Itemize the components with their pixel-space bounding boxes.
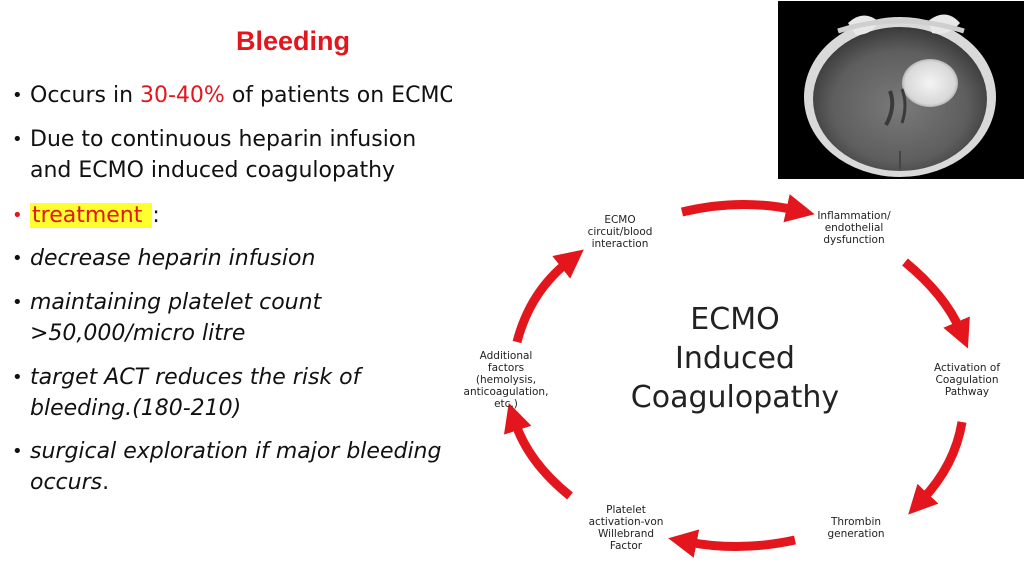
node-ecmo-circuit: ECMO circuit/blood interaction (587, 214, 653, 250)
coagulopathy-cycle-diagram: ECMO circuit/blood interaction Inflammat… (450, 190, 1024, 576)
arrow-circuit-to-inflammation (680, 194, 815, 223)
cycle-arrows (503, 194, 970, 558)
arrow-platelet-to-additional (503, 402, 573, 500)
diagram-center-title: ECMO Induced Coagulopathy (630, 302, 840, 415)
node-thrombin: Thrombin generation (827, 516, 885, 540)
percentage-value: 30-40% (140, 83, 225, 108)
node-additional-factors: Additional factors (hemolysis, anticoagu… (463, 350, 549, 410)
node-inflammation: Inflammation/ endothelial dysfunction (817, 210, 891, 246)
node-coagulation-activation: Activation of Coagulation Pathway (933, 362, 1001, 398)
treatment-highlight: treatment (30, 203, 153, 228)
arrow-activation-to-thrombin (908, 421, 967, 515)
arrow-thrombin-to-platelet (668, 529, 796, 558)
brain-ct-image (778, 1, 1024, 179)
ct-scan-graphic (778, 1, 1024, 179)
slide-title: Bleeding (236, 26, 351, 56)
arrow-additional-to-circuit (512, 249, 584, 344)
node-platelet-activation: Platelet activation-von Willebrand Facto… (588, 504, 664, 552)
bullet-list: • Occurs in 30-40% of patients on ECMO •… (12, 83, 452, 495)
arrow-inflammation-to-activation (902, 258, 970, 349)
